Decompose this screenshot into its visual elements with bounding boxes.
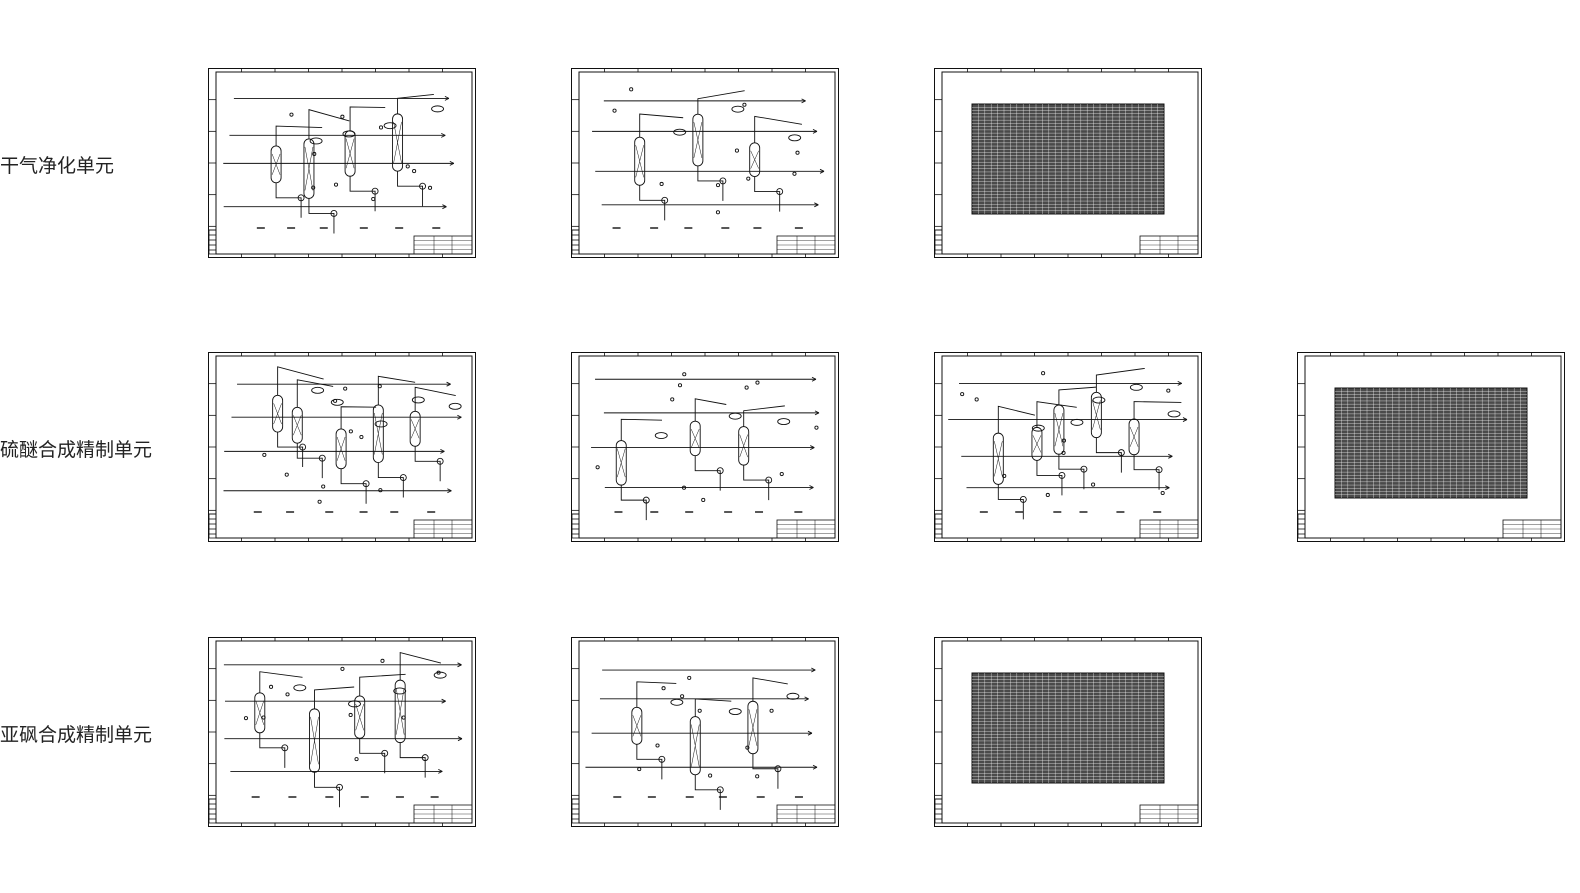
drawing-sheet-3-1[interactable] — [208, 637, 476, 827]
drawing-sheet-3-3[interactable] — [934, 637, 1202, 827]
drawing-sheet-2-2[interactable] — [571, 352, 839, 542]
unit-label-sulfoxide-synthesis: 亚砜合成精制单元 — [0, 724, 153, 746]
drawing-sheet-3-2[interactable] — [571, 637, 839, 827]
drawing-sheet-1-2[interactable] — [571, 68, 839, 258]
drawing-sheet-2-3[interactable] — [934, 352, 1202, 542]
drawing-sheet-1-1[interactable] — [208, 68, 476, 258]
unit-label-sulfide-synthesis: 硫醚合成精制单元 — [0, 439, 153, 461]
drawing-sheet-2-4[interactable] — [1297, 352, 1565, 542]
unit-label-dry-gas-purification: 干气净化单元 — [0, 155, 115, 177]
drawing-sheet-2-1[interactable] — [208, 352, 476, 542]
drawing-sheet-1-3[interactable] — [934, 68, 1202, 258]
